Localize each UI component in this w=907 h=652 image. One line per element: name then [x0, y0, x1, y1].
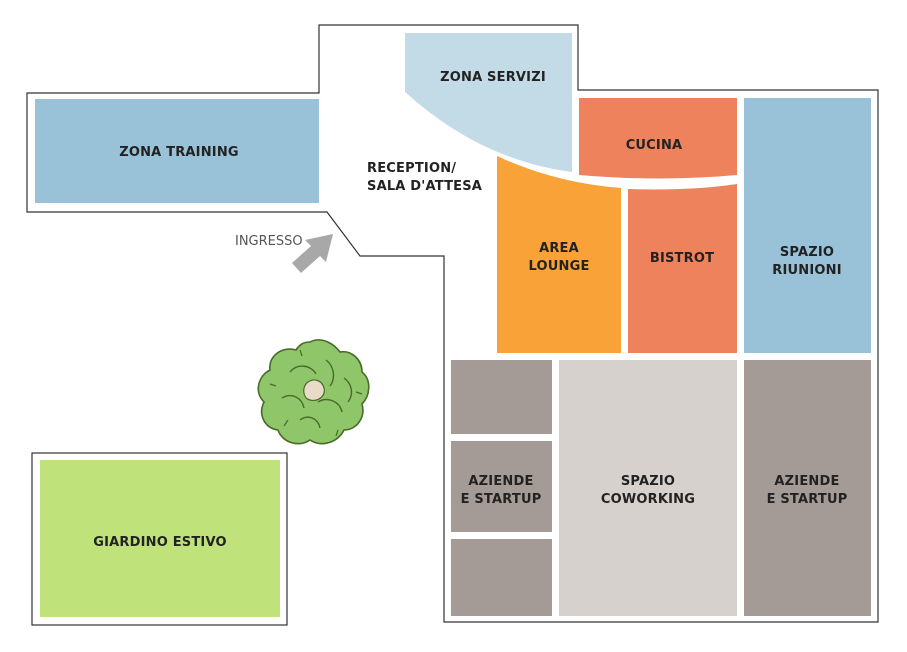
entrance-label: INGRESSO	[235, 234, 303, 249]
entrance-arrow-icon	[292, 234, 333, 273]
room-label-spazio-riunioni: SPAZIO	[780, 245, 834, 260]
room-aziende-startup-right	[744, 360, 871, 616]
room-aziende-startup-left-bottom	[451, 539, 552, 616]
room-zona-servizi	[405, 33, 572, 172]
room-label-reception-line2: SALA D'ATTESA	[367, 179, 482, 194]
room-label-giardino-estivo: GIARDINO ESTIVO	[93, 535, 227, 550]
room-label-spazio-coworking: SPAZIO	[621, 474, 675, 489]
room-zona-training	[35, 99, 319, 203]
room-spazio-coworking	[559, 360, 737, 616]
room-label-zona-training: ZONA TRAINING	[119, 145, 239, 160]
room-area-lounge	[497, 156, 621, 353]
room-aziende-startup-left-middle	[451, 441, 552, 532]
room-label-aziende-startup-left-line2: E STARTUP	[461, 492, 542, 507]
tree-icon	[257, 339, 370, 445]
room-aziende-startup-left-top	[451, 360, 552, 434]
room-cucina	[579, 98, 737, 179]
room-label-aziende-startup-left: AZIENDE	[468, 474, 533, 489]
room-label-reception: RECEPTION/	[367, 161, 456, 176]
room-label-aziende-startup-right: AZIENDE	[774, 474, 839, 489]
room-giardino-estivo	[40, 460, 280, 617]
room-label-zona-servizi: ZONA SERVIZI	[440, 70, 546, 85]
room-label-bistrot: BISTROT	[650, 251, 714, 266]
room-label-aziende-startup-right-line2: E STARTUP	[767, 492, 848, 507]
room-bistrot	[628, 184, 737, 353]
room-label-spazio-coworking-line2: COWORKING	[601, 492, 695, 507]
room-label-cucina: CUCINA	[626, 138, 683, 153]
room-spazio-riunioni	[744, 98, 871, 353]
room-label-area-lounge-line2: LOUNGE	[528, 259, 589, 274]
room-label-spazio-riunioni-line2: RIUNIONI	[772, 263, 842, 278]
room-label-area-lounge: AREA	[539, 241, 579, 256]
